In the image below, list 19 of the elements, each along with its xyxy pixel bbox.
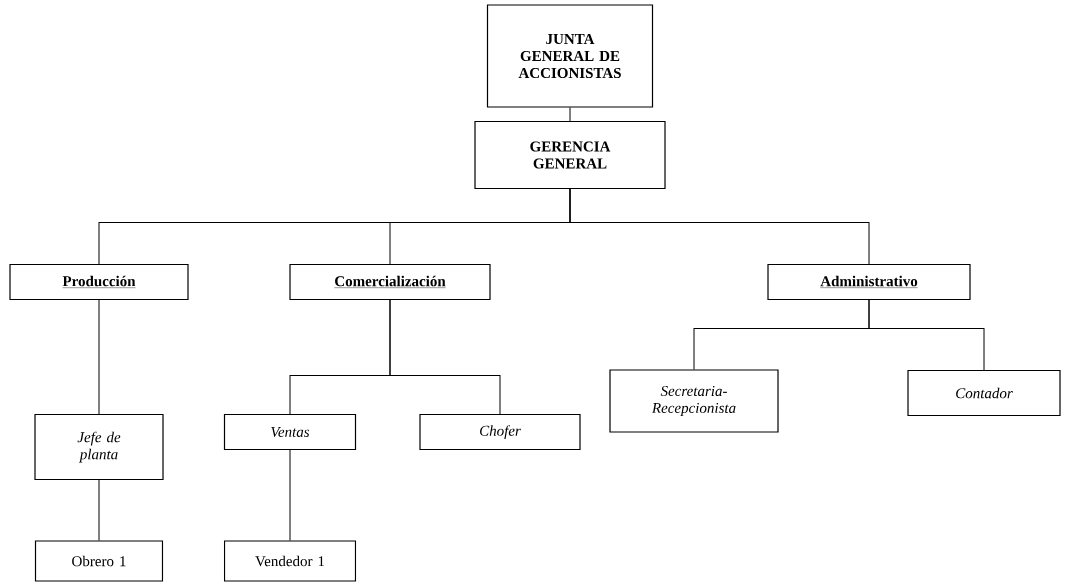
connector-line [569,107,571,122]
position-box: Jefe de planta [34,413,164,481]
connector-line [289,449,291,541]
connector-line [569,188,870,265]
board-box: JUNTA GENERAL DE ACCIONISTAS [486,4,654,108]
department-box: Producción [9,263,189,301]
employee-box: Obrero 1 [34,540,164,582]
connector-line [868,299,985,371]
position-box: Secretaria-Recepcionista [609,369,779,433]
employee-box: Vendedor 1 [223,540,357,582]
connector-line [98,299,100,415]
department-box: Administrativo [767,263,971,301]
connector-line [98,479,100,541]
position-box: Contador [907,369,1061,417]
department-box: Comercialización [289,263,491,301]
position-box: Chofer [419,413,581,451]
connector-line [389,299,501,415]
management-box: GERENCIA GENERAL [474,120,666,190]
position-box: Ventas [223,413,357,451]
